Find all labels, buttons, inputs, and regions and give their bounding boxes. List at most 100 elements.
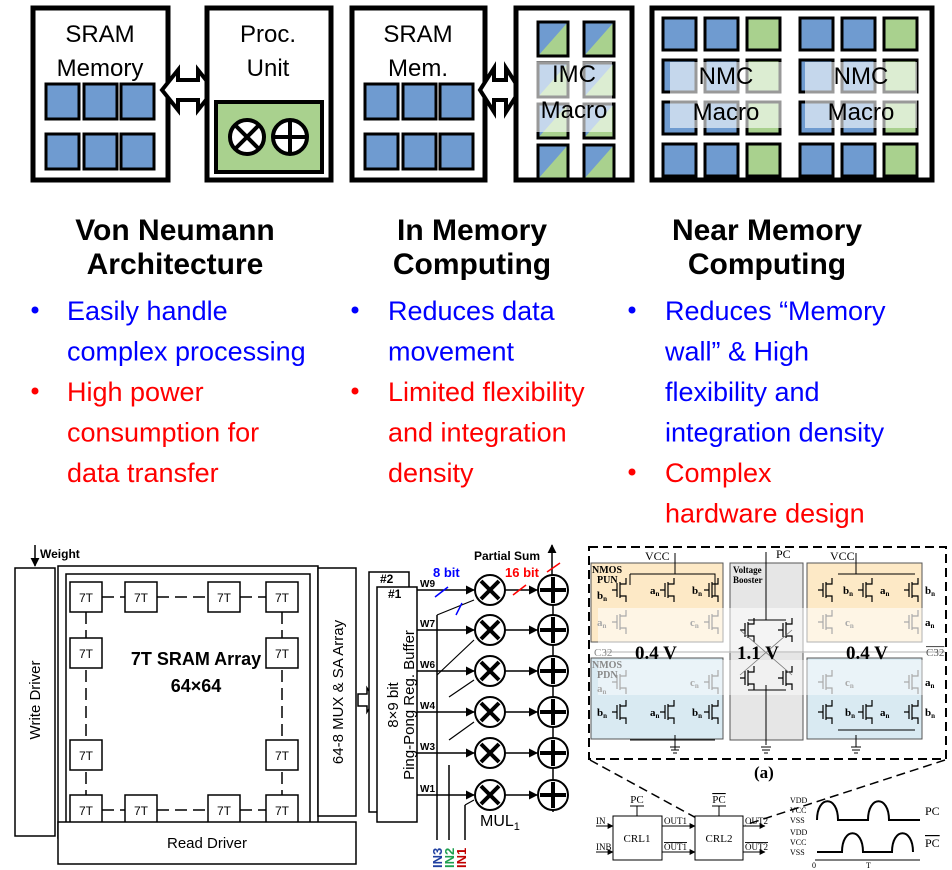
7t-cell [207, 581, 241, 613]
memory-cell [745, 142, 782, 178]
7t-cell [124, 581, 158, 613]
signal-subscript: n [695, 622, 699, 630]
memory-cell [703, 142, 740, 178]
memory-cell [119, 132, 156, 171]
7t-cell-label: 7T [79, 591, 94, 605]
advantage-text: wall” & High [664, 337, 809, 367]
signal-subscript: n [695, 682, 699, 690]
7t-cell-label: 7T [275, 647, 290, 661]
drawback-text: hardware design [665, 499, 865, 529]
nmos-pun-label: PUN [597, 575, 618, 586]
column-heading: In Memory [397, 214, 547, 247]
memory-cells [44, 82, 156, 171]
weight-label: W9 [420, 579, 435, 590]
drawback-text: density [388, 458, 474, 488]
weight-label: W3 [420, 742, 435, 753]
signal-label: cn [845, 677, 854, 690]
signal-name: b [692, 585, 698, 597]
signal-name: a [925, 677, 931, 689]
advantage-text: complex processing [67, 337, 306, 367]
memory-cell [438, 132, 475, 171]
signal-subscript: n [849, 590, 853, 598]
imc-macro-label: IMC [552, 61, 596, 88]
drawback-text: Limited flexibility [388, 377, 585, 407]
inb-label: INB [596, 842, 612, 852]
transistor-icon [818, 670, 833, 694]
memory-cell [840, 16, 877, 52]
pc-bar-wave-label: PC [925, 836, 940, 850]
mul-text: MUL [480, 813, 514, 830]
7t-cell [69, 637, 103, 669]
write-driver-box [14, 567, 56, 837]
signal-name: a [597, 617, 603, 629]
memory-cell [438, 82, 475, 121]
mul-subscript: 1 [514, 821, 520, 833]
signal-label: an [925, 677, 935, 690]
pc-input-label: PC [630, 794, 643, 806]
imc-cell [582, 20, 616, 58]
crl2-label: CRL2 [706, 833, 733, 845]
memory-cell [363, 132, 400, 171]
transistor-icon [740, 618, 755, 642]
transistor-icon [704, 670, 719, 694]
column-heading: Near Memory [672, 214, 862, 247]
weight-label: W7 [420, 619, 435, 630]
booster-label: Voltage [733, 565, 762, 575]
nmc-macro-label: Macro [828, 99, 895, 126]
signal-label: an [650, 707, 660, 720]
signal-label: an [925, 617, 935, 630]
signal-name: b [692, 707, 698, 719]
7t-cell [69, 581, 103, 613]
signal-subscript: n [886, 712, 890, 720]
crl1-label: CRL1 [624, 833, 651, 845]
signal-subscript: n [698, 590, 702, 598]
drawback-text: Complex [665, 458, 772, 488]
pdn-left [590, 657, 724, 740]
von-neumann-diagram: SRAM Memory Proc. Unit [30, 5, 334, 183]
out1-bar-label: OUT1 [664, 842, 687, 852]
signal-label: cn [690, 617, 699, 630]
mux-sa-label: 64-8 MUX & SA Array [330, 619, 347, 764]
signal-label: bn [597, 707, 607, 720]
7t-cell [265, 739, 299, 771]
drawback-text: data transfer [67, 458, 219, 488]
out1-label: OUT1 [664, 816, 687, 826]
signal-label: an [597, 683, 607, 696]
read-driver-box [57, 821, 357, 865]
waveform-labels: VDD VCC VSS VDD VCC VSS 0 T [790, 796, 871, 870]
memory-cell [401, 132, 438, 171]
adder-icon [537, 696, 569, 728]
vss-label: VSS [790, 816, 805, 825]
signal-label: an [880, 585, 890, 598]
c32-label: C32 [594, 647, 612, 659]
input-label: IN2 [442, 848, 457, 868]
memory-cell [882, 16, 919, 52]
proc-unit-label: Proc. [240, 21, 296, 48]
memory-cell [798, 142, 835, 178]
signal-subscript: n [931, 712, 935, 720]
adder-icon [537, 614, 569, 646]
pc-wave-label: PC [925, 804, 940, 818]
sram-mem-label: Mem. [388, 55, 448, 82]
write-driver-label: Write Driver [27, 661, 44, 740]
signal-subscript: n [656, 590, 660, 598]
buffer-label: 8×9 bit [385, 681, 402, 727]
adder-icon [537, 737, 569, 769]
buffer-label: Ping-Pong Reg. Buffer [401, 630, 418, 780]
signal-name: b [845, 707, 851, 719]
array-title: 7T SRAM Array [131, 649, 261, 669]
multiply-icon [228, 118, 266, 156]
signal-label: bn [845, 707, 855, 720]
mac-diagram: #2 #1 8×9 bit Ping-Pong Reg. Buffer W9W7… [368, 544, 569, 868]
memory-cell [745, 16, 782, 52]
transistor-icon [818, 578, 833, 602]
advantage-text: Reduces “Memory [665, 296, 886, 326]
memory-cell [882, 142, 919, 178]
7t-cell-label: 7T [275, 749, 290, 763]
advantage-text: Reduces data [388, 296, 556, 326]
transistor-icon [704, 700, 719, 724]
weight-label: W6 [420, 660, 435, 671]
